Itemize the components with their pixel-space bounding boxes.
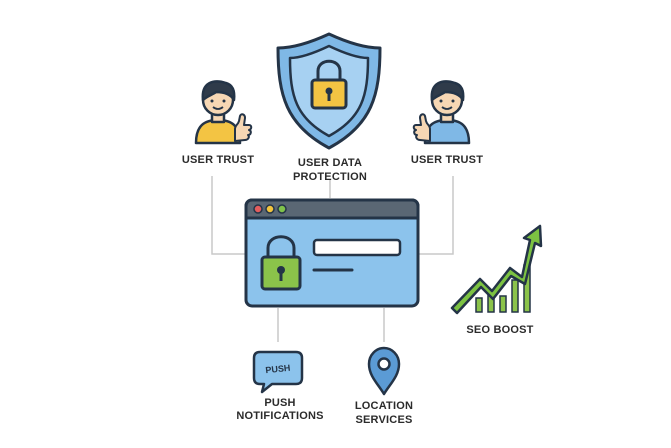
connector-lines: [211, 176, 454, 342]
growth-bar-4: [511, 279, 519, 313]
location-services-label-line-2: SERVICES: [355, 414, 413, 426]
data-protection-label-line-2: PROTECTION: [292, 171, 368, 183]
location-services-label-line-1: LOCATION: [354, 400, 414, 412]
padlock-green-icon: [260, 235, 302, 291]
location-services-label: LOCATION SERVICES: [344, 399, 424, 427]
growth-chart-icon: [450, 224, 543, 315]
connector-user-right: [418, 176, 454, 255]
growth-bar-1: [475, 297, 483, 313]
data-protection-label: USER DATA PROTECTION: [284, 156, 376, 184]
growth-arrow: [450, 224, 543, 315]
window-dot-green: [277, 204, 287, 214]
window-dot-yellow: [265, 204, 275, 214]
user-left-icon: [194, 80, 253, 145]
user-trust-right-label: USER TRUST: [410, 154, 484, 166]
user-trust-left-label: USER TRUST: [181, 154, 255, 166]
window-field: [312, 238, 402, 257]
growth-bar-3: [499, 295, 507, 313]
push-notifications-label: PUSH NOTIFICATIONS: [236, 397, 324, 422]
seo-boost-label: SEO BOOST: [466, 324, 534, 336]
padlock-yellow-icon: [310, 59, 348, 110]
connector-user-left: [211, 176, 246, 255]
push-bubble-text: PUSH: [265, 363, 291, 376]
location-pin-icon: [367, 346, 401, 396]
data-protection-label-line-1: USER DATA: [297, 157, 363, 169]
user-right-icon: [412, 80, 471, 145]
window-dot-red: [253, 204, 263, 214]
push-bubble-icon: PUSH: [252, 350, 304, 394]
